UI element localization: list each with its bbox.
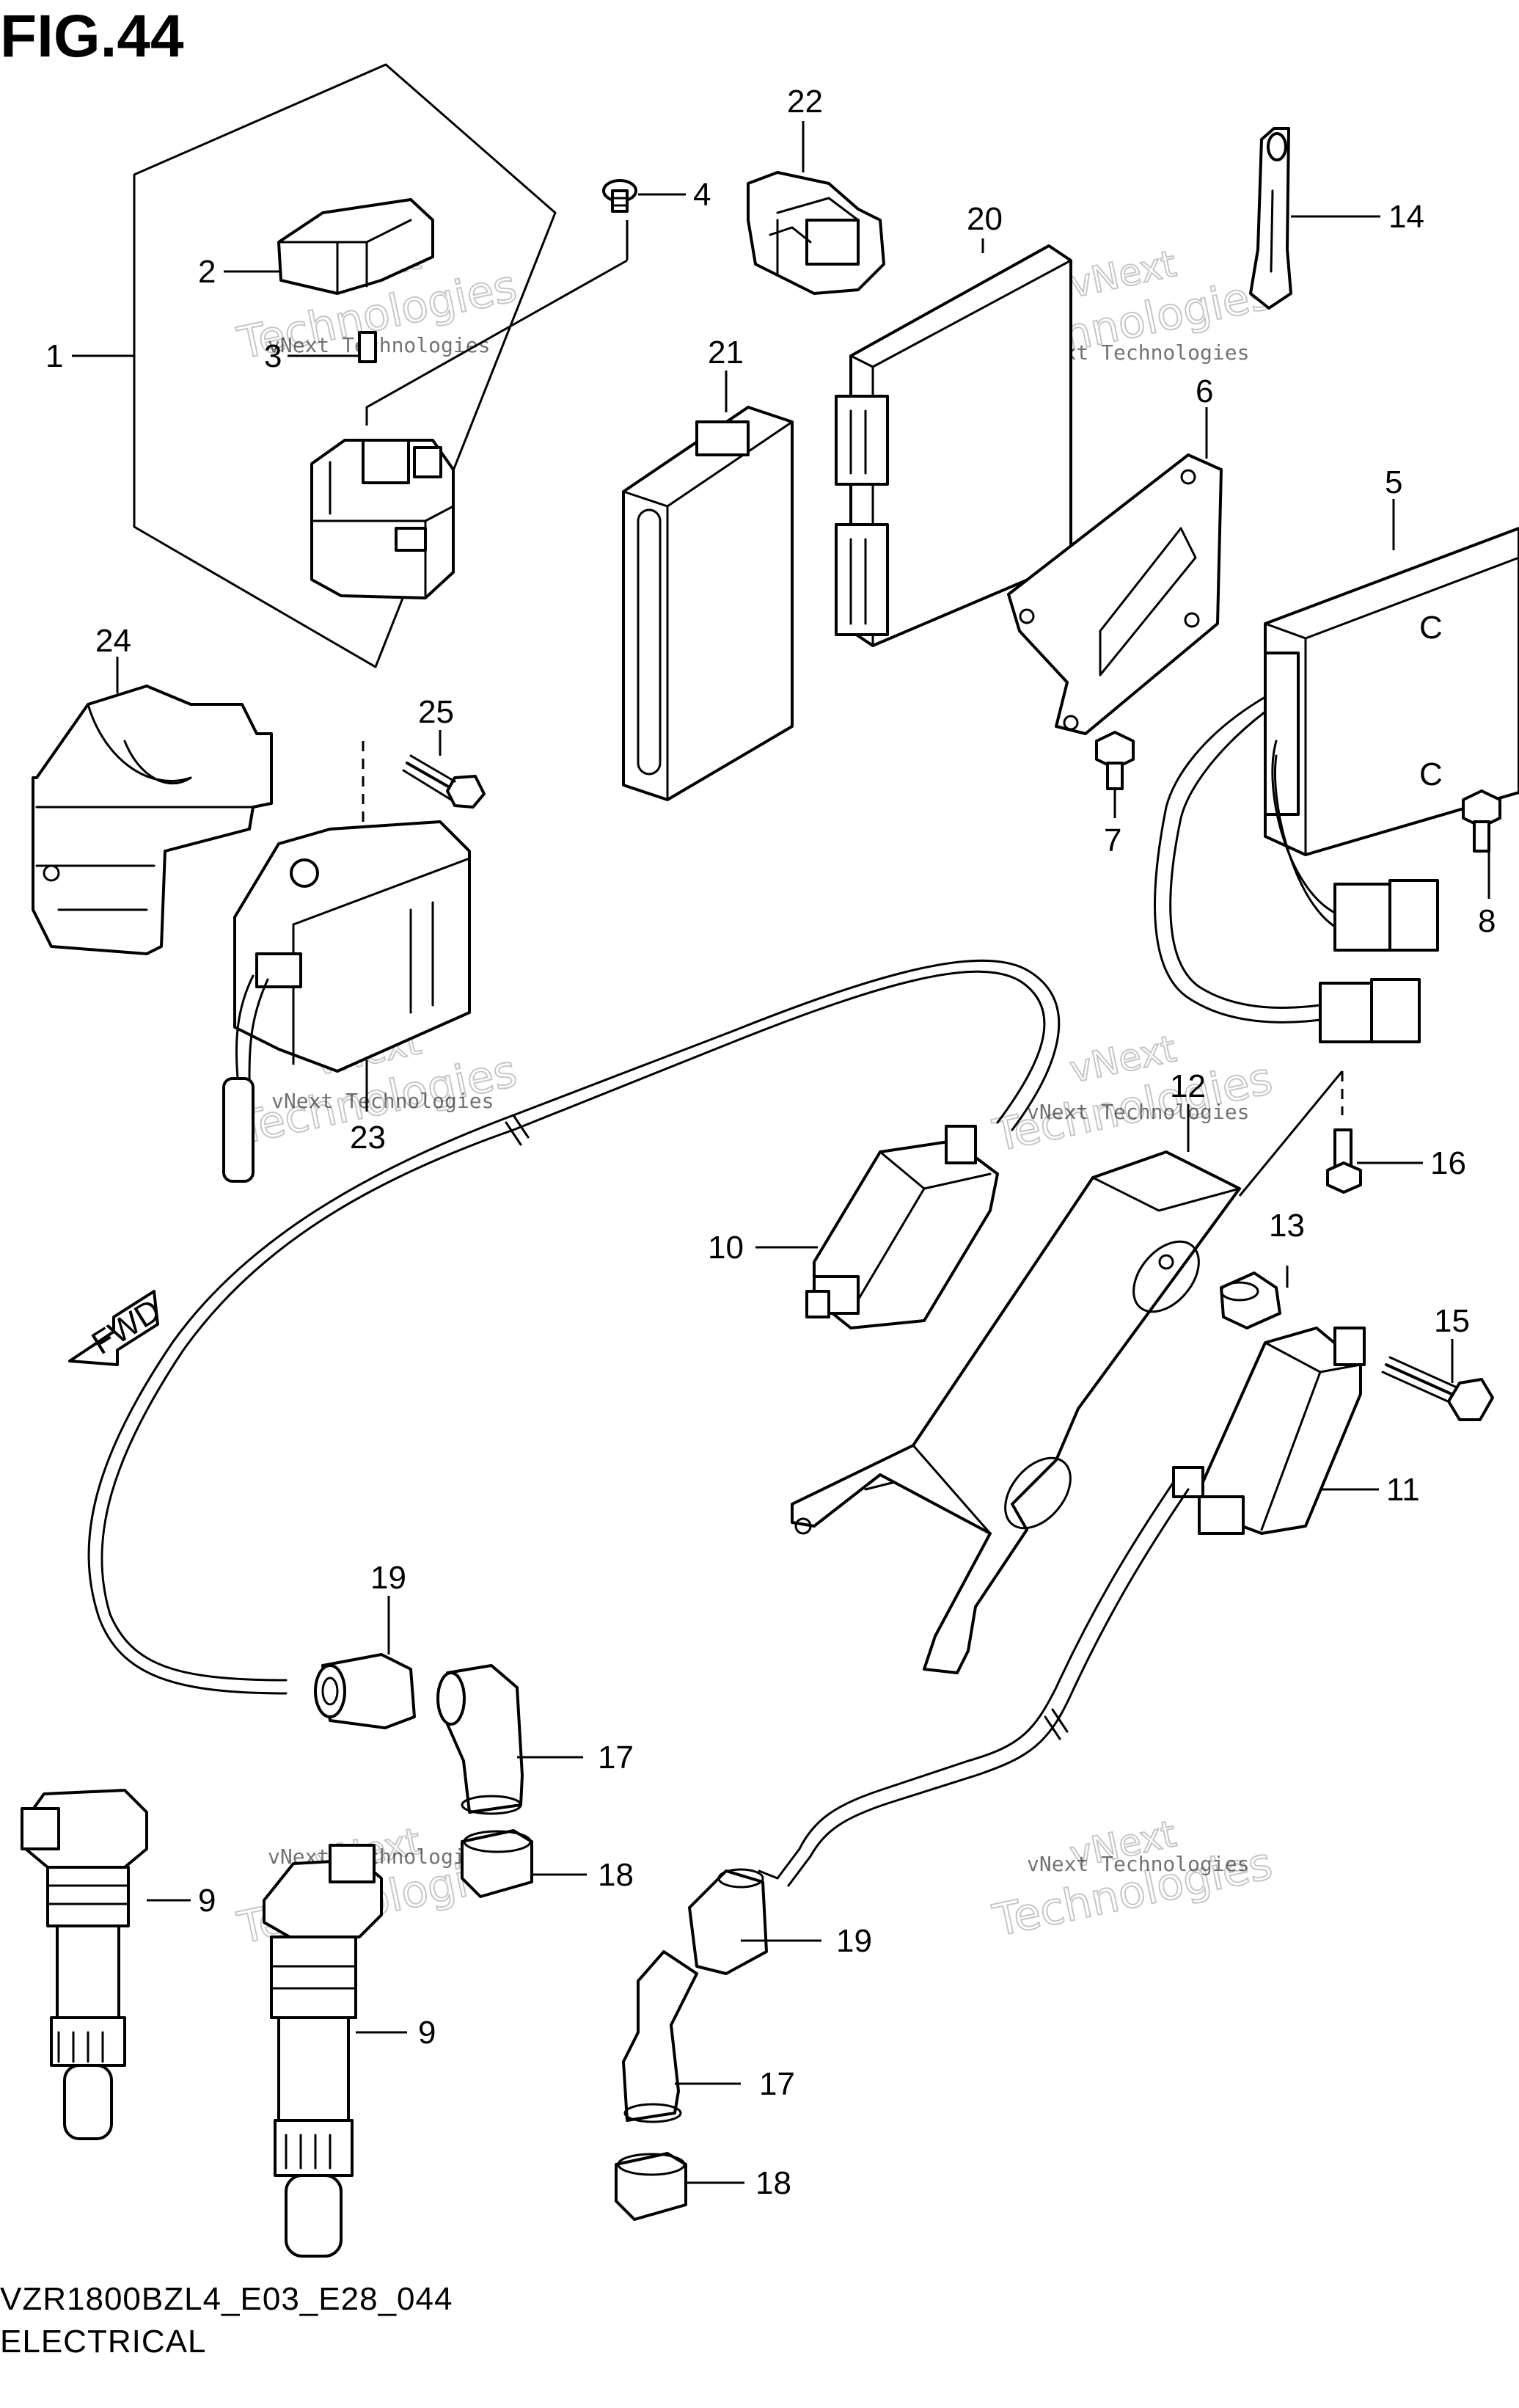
callout-25: 25 bbox=[418, 694, 454, 730]
watermark-text-4: vNext Technologies bbox=[1027, 1100, 1249, 1124]
callout-22: 22 bbox=[787, 84, 823, 120]
clamp-14[interactable] bbox=[1249, 127, 1292, 310]
callout-7: 7 bbox=[1104, 822, 1121, 858]
plug-cap-17-upper[interactable] bbox=[436, 1664, 524, 1815]
callout-23: 23 bbox=[350, 1120, 386, 1156]
bracket-24[interactable] bbox=[32, 685, 273, 955]
spark-plug-lead-lower[interactable] bbox=[776, 1481, 1190, 1887]
coil-mount-12[interactable] bbox=[791, 1150, 1241, 1674]
diagram-name: ELECTRICAL bbox=[0, 2324, 207, 2360]
callout-21: 21 bbox=[708, 335, 744, 371]
watermark-text-1: vNext Technologies bbox=[268, 333, 490, 357]
callout-19b: 19 bbox=[836, 1923, 872, 1959]
bolt-16[interactable] bbox=[1326, 1128, 1362, 1194]
plug-cap-17-lower[interactable] bbox=[622, 1950, 698, 2123]
callout-5: 5 bbox=[1385, 464, 1402, 500]
boot-19-upper[interactable] bbox=[314, 1653, 416, 1729]
seal-18-lower[interactable] bbox=[615, 2152, 687, 2221]
screw-4[interactable] bbox=[602, 179, 637, 213]
callout-17a: 17 bbox=[598, 1740, 634, 1776]
leader-lines bbox=[72, 121, 1490, 2184]
spark-plug-coil-9-left[interactable] bbox=[21, 1789, 148, 2140]
spark-plug-coil-9-right[interactable] bbox=[263, 1844, 383, 2258]
callout-24: 24 bbox=[95, 623, 131, 659]
module-letter-1: C bbox=[1419, 610, 1443, 646]
bolt-8[interactable] bbox=[1462, 789, 1501, 853]
bracket-6[interactable] bbox=[1007, 453, 1223, 735]
bolt-15[interactable] bbox=[1381, 1356, 1494, 1421]
ignition-coil-11[interactable] bbox=[1172, 1327, 1366, 1535]
callout-8: 8 bbox=[1478, 903, 1496, 939]
starter-relay-kit[interactable] bbox=[133, 63, 629, 668]
spark-plug-lead-upper[interactable] bbox=[87, 959, 1061, 1695]
relay-fuse[interactable] bbox=[358, 331, 377, 363]
module-letter-2: C bbox=[1419, 756, 1443, 792]
callout-11: 11 bbox=[1386, 1472, 1420, 1508]
callout-3: 3 bbox=[264, 338, 282, 374]
ecm-unit-20[interactable] bbox=[835, 244, 1072, 647]
kit-outline bbox=[133, 63, 557, 668]
callout-12: 12 bbox=[1170, 1068, 1206, 1104]
callout-13: 13 bbox=[1269, 1208, 1305, 1244]
ecm-cover-21[interactable] bbox=[622, 406, 794, 801]
callout-17b: 17 bbox=[759, 2066, 795, 2102]
watermark-text-3: vNext Technologies bbox=[271, 1089, 494, 1113]
watermark-text-6: vNext Technologies bbox=[1027, 1852, 1249, 1876]
callout-numbers: 1 2 3 4 5 6 7 8 9 9 10 11 12 13 14 15 16… bbox=[45, 84, 1496, 2201]
callout-2: 2 bbox=[198, 254, 216, 290]
callout-6: 6 bbox=[1196, 373, 1213, 409]
callout-15: 15 bbox=[1434, 1303, 1470, 1339]
diagram-code: VZR1800BZL4_E03_E28_044 bbox=[0, 2281, 453, 2317]
seal-18-upper[interactable] bbox=[461, 1829, 533, 1898]
bolt-7[interactable] bbox=[1095, 731, 1135, 790]
collar-13[interactable] bbox=[1220, 1272, 1281, 1329]
relay-cover[interactable] bbox=[277, 198, 434, 295]
callout-1: 1 bbox=[45, 338, 63, 374]
forward-direction-arrow: FWD bbox=[68, 1290, 167, 1366]
regulator-23[interactable] bbox=[222, 820, 471, 1183]
boot-19-lower[interactable] bbox=[688, 1868, 768, 1975]
callout-20: 20 bbox=[967, 201, 1003, 237]
bolt-25[interactable] bbox=[402, 754, 486, 809]
callout-19a: 19 bbox=[370, 1560, 406, 1596]
callout-9b: 9 bbox=[418, 2015, 436, 2051]
callout-16: 16 bbox=[1430, 1145, 1466, 1181]
module-5[interactable]: C C bbox=[1154, 527, 1519, 1043]
callout-18b: 18 bbox=[755, 2165, 791, 2201]
callout-4: 4 bbox=[693, 177, 711, 213]
figure-title: FIG.44 bbox=[0, 3, 184, 70]
starter-relay[interactable] bbox=[310, 439, 455, 599]
callout-10: 10 bbox=[708, 1230, 744, 1266]
callout-18a: 18 bbox=[598, 1857, 634, 1893]
ignition-coil-10[interactable] bbox=[805, 1125, 999, 1329]
callout-9a: 9 bbox=[198, 1883, 216, 1919]
connector-22[interactable] bbox=[747, 171, 885, 295]
callout-14: 14 bbox=[1388, 199, 1424, 235]
